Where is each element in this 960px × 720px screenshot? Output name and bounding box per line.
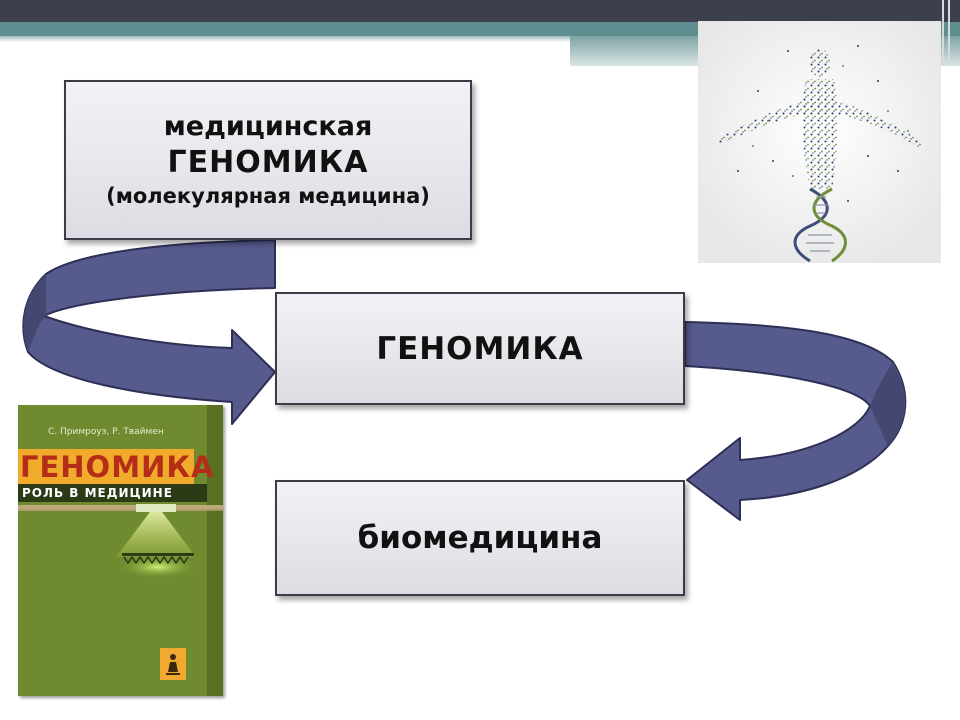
genomics-box: ГЕНОМИКА [275,292,685,405]
book-cover-image: С. Примроуз, Р. Тваймен ГЕНОМИКА РОЛЬ В … [18,405,223,696]
right-curved-arrow [684,321,907,521]
dna-human-figure-image [698,21,941,263]
book-subtitle: РОЛЬ В МЕДИЦИНЕ [22,486,173,500]
book-subtitle-band [18,484,207,502]
teal-band-shadow [0,36,570,42]
publisher-logo-icon [160,648,186,680]
book-authors: С. Примроуз, Р. Тваймен [48,427,164,437]
slide-top-bar [0,0,960,22]
decorative-right-lines [940,0,954,66]
genomics-label: ГЕНОМИКА [376,330,584,367]
book-title: ГЕНОМИКА [20,450,215,484]
medical-genomics-line3: (молекулярная медицина) [106,184,430,208]
book-title-band [18,449,194,484]
left-curved-arrow [22,239,276,425]
book-spine [207,405,223,696]
book-lamp-illustration [18,504,223,579]
medical-genomics-box: медицинская ГЕНОМИКА (молекулярная медиц… [64,80,472,240]
medical-genomics-line1: медицинская [163,111,373,142]
biomedicine-box: биомедицина [275,480,685,596]
medical-genomics-line2: ГЕНОМИКА [167,145,369,180]
biomedicine-label: биомедицина [357,520,603,556]
